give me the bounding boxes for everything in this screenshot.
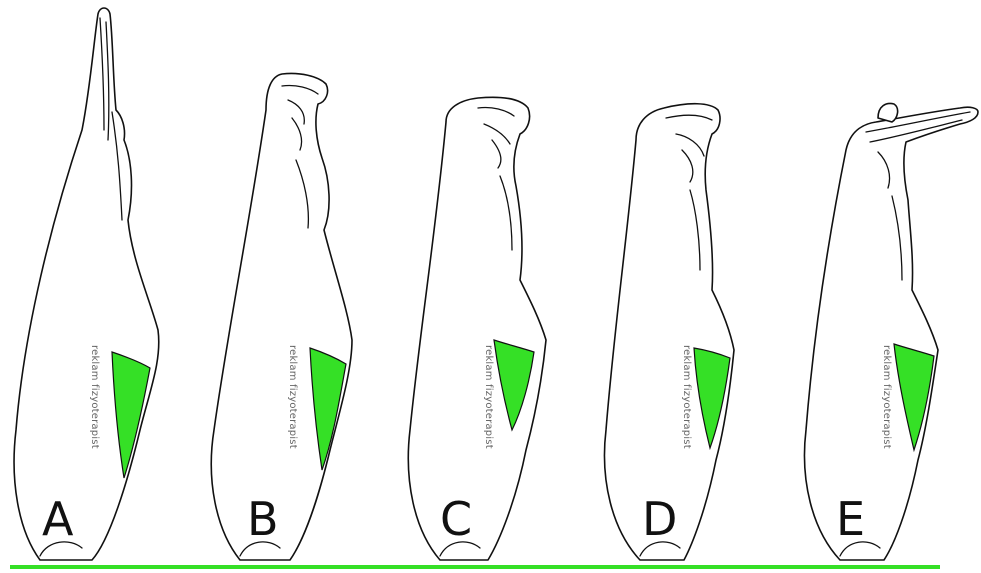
watermark-c: reklam fizyoterapist xyxy=(483,345,494,449)
figure-label-a: A xyxy=(42,492,74,546)
watermark-b: reklam fizyoterapist xyxy=(287,345,298,449)
figure-label-b: B xyxy=(247,492,279,546)
arm-e-outline xyxy=(804,107,978,560)
figure-label-c: C xyxy=(440,492,472,546)
arm-c-outline xyxy=(408,97,546,560)
arm-a-outline xyxy=(14,8,159,560)
arm-figure-a: reklam fizyoterapist A xyxy=(14,8,159,560)
watermark-e: reklam fizyoterapist xyxy=(881,345,892,449)
arm-b-outline xyxy=(211,73,352,560)
arm-e-thumb xyxy=(878,104,898,122)
figure-label-e: E xyxy=(836,492,865,546)
arm-figure-e: reklam fizyoterapist E xyxy=(804,104,978,560)
arm-figure-c: reklam fizyoterapist C xyxy=(408,97,546,560)
watermark-d: reklam fizyoterapist xyxy=(681,345,692,449)
figure-label-d: D xyxy=(642,492,677,546)
watermark-a: reklam fizyoterapist xyxy=(89,345,100,449)
arm-figure-d: reklam fizyoterapist D xyxy=(604,104,734,560)
arm-figure-b: reklam fizyoterapist B xyxy=(211,73,352,560)
